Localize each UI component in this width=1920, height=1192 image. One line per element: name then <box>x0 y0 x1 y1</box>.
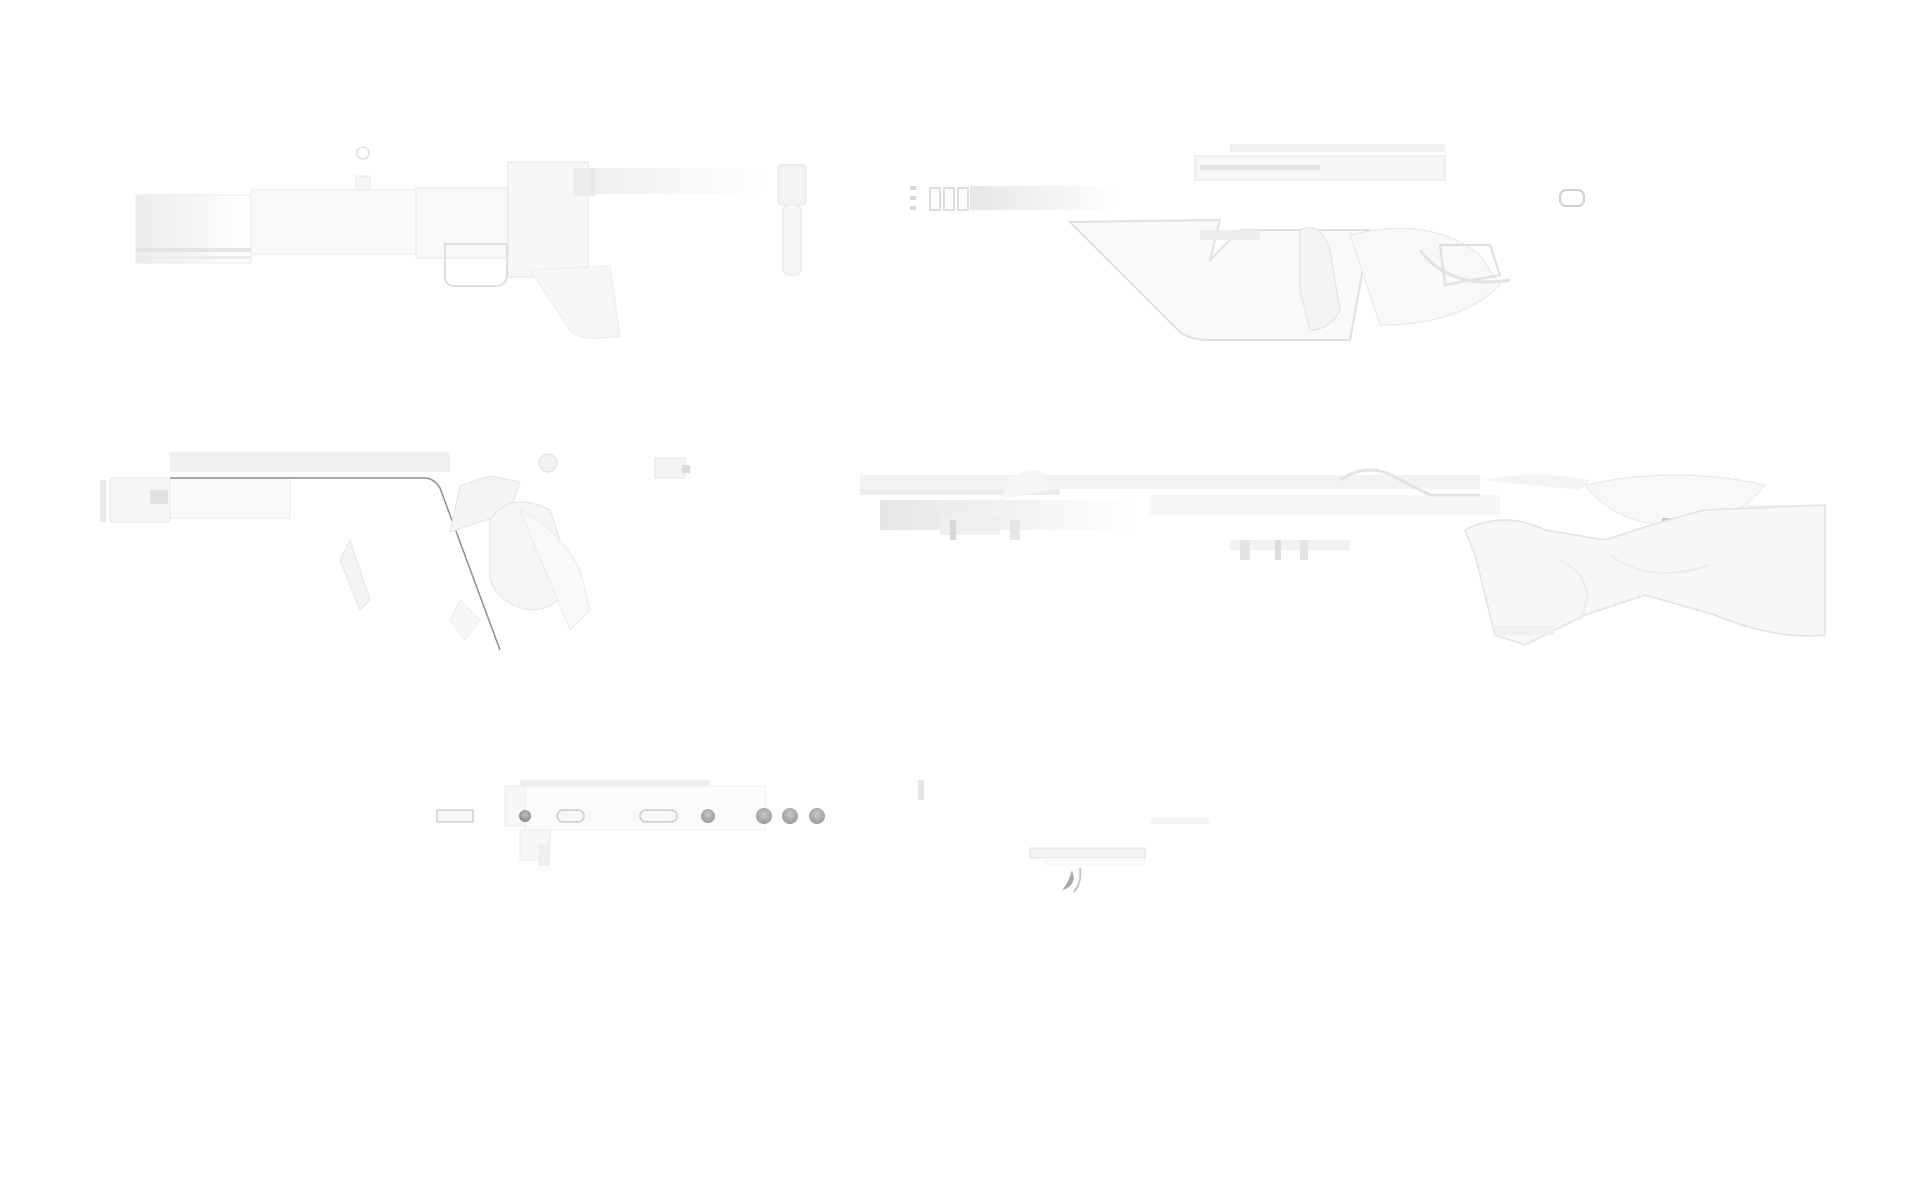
rifle-icon <box>910 144 1585 341</box>
smg-icon <box>100 452 690 651</box>
pistol-icon <box>135 146 807 339</box>
assault-rifle-icon <box>436 780 1210 893</box>
sniper-rifle-icon <box>860 468 1826 646</box>
